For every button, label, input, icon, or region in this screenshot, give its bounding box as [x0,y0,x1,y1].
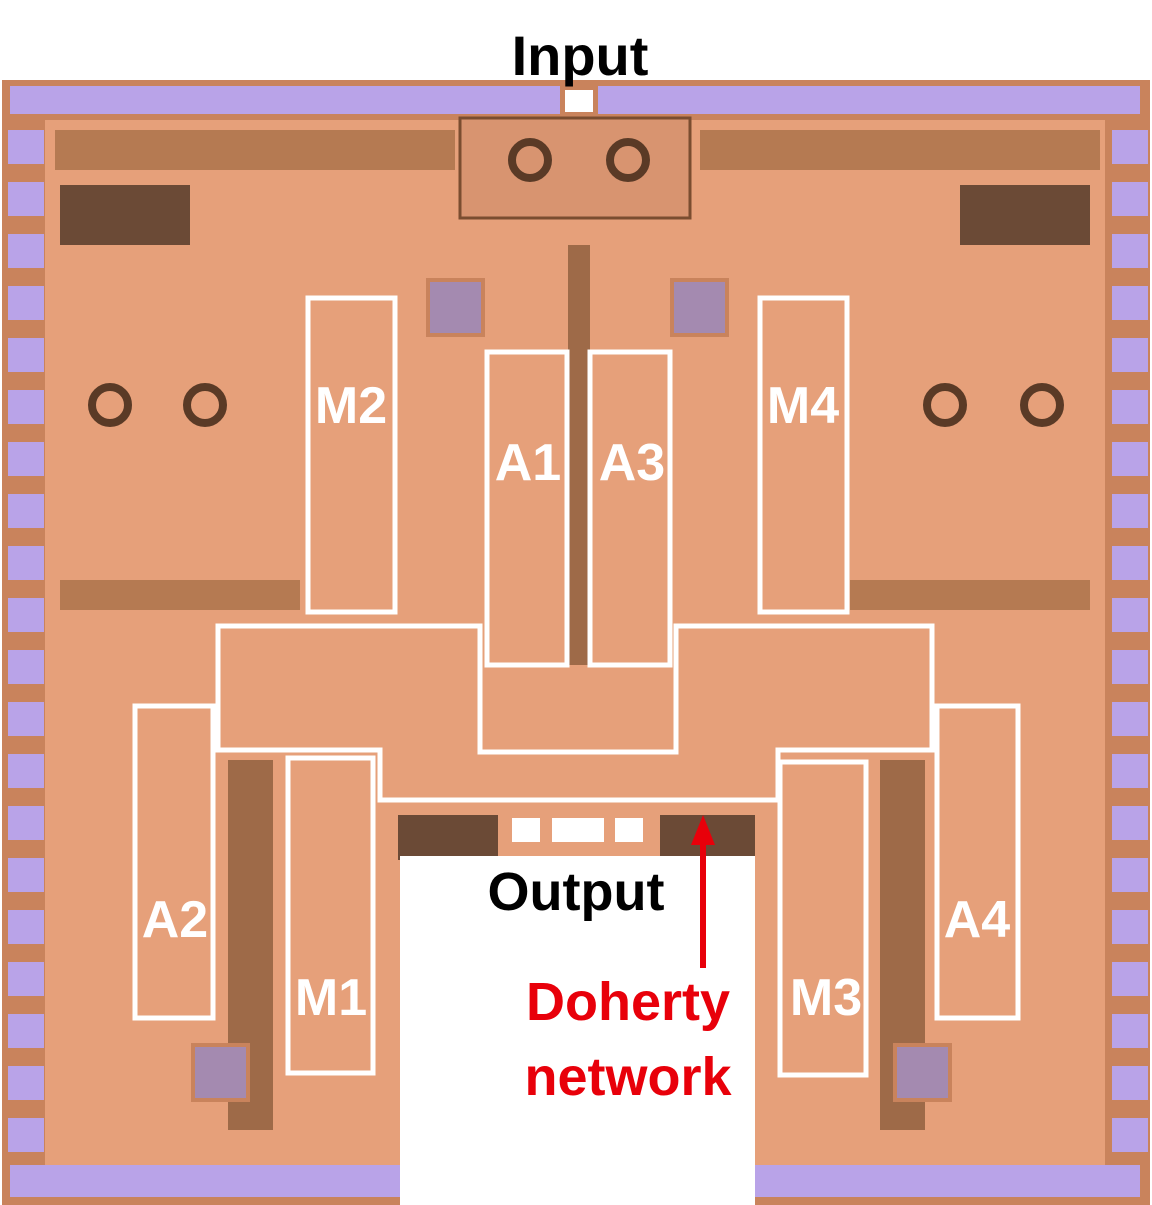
side-pad [8,754,44,788]
side-pad [8,858,44,892]
side-pad [1112,286,1148,320]
side-pad [1112,234,1148,268]
block-box-a1 [484,349,570,668]
output-cutout [400,856,755,1205]
side-pad [1112,390,1148,424]
block-box-a4 [934,703,1021,1021]
side-pad [1112,338,1148,372]
side-pad [1112,494,1148,528]
block-box-a2 [132,703,216,1021]
input-pad [565,90,593,112]
side-pad [1112,702,1148,736]
side-pad [8,1014,44,1048]
block-box-a3 [587,349,673,668]
side-pad [1112,806,1148,840]
doherty-arrow [691,815,715,968]
pad-ring-bottom-right [755,1165,1140,1197]
output-pad-3 [615,818,643,842]
bus-right [850,580,1090,610]
label-a1: A1 [495,434,561,492]
side-pad [8,338,44,372]
side-pad [1112,962,1148,996]
label-m1: M1 [295,969,367,1027]
output-pad-1 [512,818,540,842]
side-pad [8,130,44,164]
bus-top-right [700,130,1100,170]
doherty-label-line2: network [524,1047,732,1107]
side-pad [1112,858,1148,892]
bus-left [60,580,300,610]
inductors [88,138,1064,427]
side-pad [8,702,44,736]
pad-ring-top [10,86,560,114]
input-structure [458,116,692,220]
side-pad [8,1066,44,1100]
bus-top-left [55,130,455,170]
side-pad [8,182,44,216]
side-pad [1112,754,1148,788]
side-pad [1112,130,1148,164]
pad-ring-top-right [598,86,1140,114]
side-pad [1112,442,1148,476]
output-left-block [398,815,498,860]
side-pad [8,390,44,424]
label-m4: M4 [767,377,839,435]
label-a3: A3 [599,434,665,492]
side-pad [1112,1118,1148,1152]
side-pad [1112,598,1148,632]
input-label: Input [512,24,649,87]
side-pad [8,910,44,944]
side-pad [1112,1014,1148,1048]
side-pad [1112,182,1148,216]
block-box-m3 [777,759,869,1078]
block-box-m4 [757,295,850,615]
doherty-label-line1: Doherty [526,972,730,1032]
side-pad [8,806,44,840]
block-box-m2 [305,295,398,615]
side-pad [8,234,44,268]
side-pad [8,1118,44,1152]
doherty-network-outline [215,623,935,803]
side-pads [8,130,1148,1152]
label-a4: A4 [944,891,1011,949]
dark-block-right [960,185,1090,245]
dark-block-left [60,185,190,245]
side-pad [1112,546,1148,580]
side-pad [8,546,44,580]
block-box-m1 [285,755,376,1076]
side-pad [8,286,44,320]
side-pad [8,442,44,476]
side-pad [8,650,44,684]
output-pad-2 [552,818,604,842]
pad-ring-bottom-left [10,1165,400,1197]
bond-pads [191,278,952,1102]
label-a2: A2 [142,891,208,949]
side-pad [1112,910,1148,944]
side-pad [1112,650,1148,684]
label-m2: M2 [315,377,387,435]
label-m3: M3 [790,969,862,1027]
side-pad [8,962,44,996]
side-pad [8,598,44,632]
output-label: Output [488,862,665,922]
center-line [568,245,590,665]
side-pad [8,494,44,528]
side-pad [1112,1066,1148,1100]
